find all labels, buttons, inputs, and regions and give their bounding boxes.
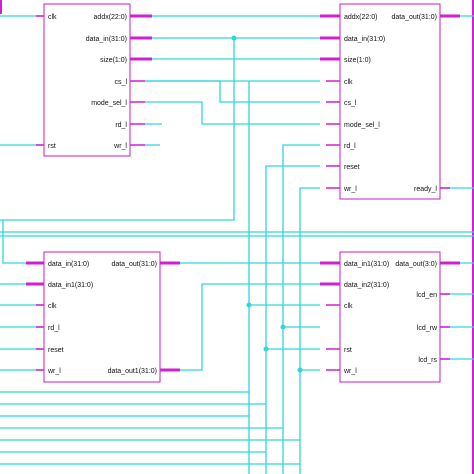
port-label: data_in(31:0): [86, 36, 127, 43]
port-label: data_in1(31:0): [48, 282, 93, 289]
block-top-right: addx(22:0) data_in(31:0) size(1:0) clk c…: [320, 3, 460, 200]
port-label: size(1:0): [344, 57, 371, 64]
port-label: clk: [48, 303, 57, 310]
wire-reset: [265, 165, 320, 474]
port-label: rst: [344, 347, 352, 354]
block-bottom-right: data_in1(31:0) data_in2(31:0) clk rst wr…: [320, 251, 460, 383]
block-bottom-left: data_in(31:0) data_in1(31:0) clk rd_l re…: [26, 251, 180, 383]
port-label: data_out1(31:0): [108, 368, 157, 375]
port-label: reset: [344, 164, 360, 171]
port-label: cs_l: [344, 100, 357, 107]
block-top-left-body: [43, 3, 131, 157]
junction-dots: [231, 35, 303, 373]
port-label: data_in2(31:0): [344, 282, 389, 289]
port-label: lcd_rs: [418, 357, 437, 364]
port-label: wr_l: [343, 368, 357, 375]
port-label: data_in(31:0): [344, 36, 385, 43]
wire-trunk-234: [0, 38, 235, 221]
port-label: wr_l: [113, 143, 127, 150]
block-top-right-body: [339, 3, 441, 200]
junction-dot: [280, 324, 286, 330]
port-label: lcd_rw: [417, 325, 438, 332]
junction-dot: [263, 346, 269, 352]
junction-dot: [297, 367, 303, 373]
port-label: clk: [344, 303, 353, 310]
wire-mode-sel: [145, 101, 320, 125]
port-label: clk: [344, 79, 353, 86]
block-bottom-right-body: [339, 251, 441, 383]
port-label: rd_l: [48, 325, 60, 332]
port-label: rd_l: [115, 122, 127, 129]
port-label: mode_sel_l: [344, 122, 380, 129]
port-label: data_in(31:0): [48, 261, 89, 268]
port-label: wr_l: [343, 186, 357, 193]
port-label: rst: [48, 143, 56, 150]
wire-rd-l: [282, 144, 320, 474]
port-label: data_out(31:0): [111, 261, 157, 268]
port-label: data_out(3:0): [395, 261, 437, 268]
wire-cs-l: [145, 80, 320, 103]
wire-wr-l: [299, 187, 320, 474]
port-label: reset: [48, 347, 64, 354]
junction-dot: [246, 302, 252, 308]
wire-bl-data-out1: [180, 283, 320, 371]
port-label: lcd_en: [416, 292, 437, 299]
port-label: clk: [48, 14, 57, 21]
port-label: wr_l: [47, 368, 61, 375]
port-label: data_out(31:0): [391, 14, 437, 21]
port-label: mode_sel_l: [91, 100, 127, 107]
port-label: addx(22:0): [94, 14, 127, 21]
port-label: addx(22:0): [344, 14, 377, 21]
port-label: cs_l: [115, 79, 128, 86]
block-bottom-left-body: [43, 251, 161, 383]
port-label: data_in1(31:0): [344, 261, 389, 268]
wire-bl-data-in: [2, 220, 42, 264]
port-label: rd_l: [344, 143, 356, 150]
block-top-left: clk rst addx(22:0) data_in(31:0) size(1:…: [36, 3, 152, 157]
port-label: ready_l: [414, 186, 437, 193]
port-label: size(1:0): [100, 57, 127, 64]
junction-dot: [231, 35, 237, 41]
